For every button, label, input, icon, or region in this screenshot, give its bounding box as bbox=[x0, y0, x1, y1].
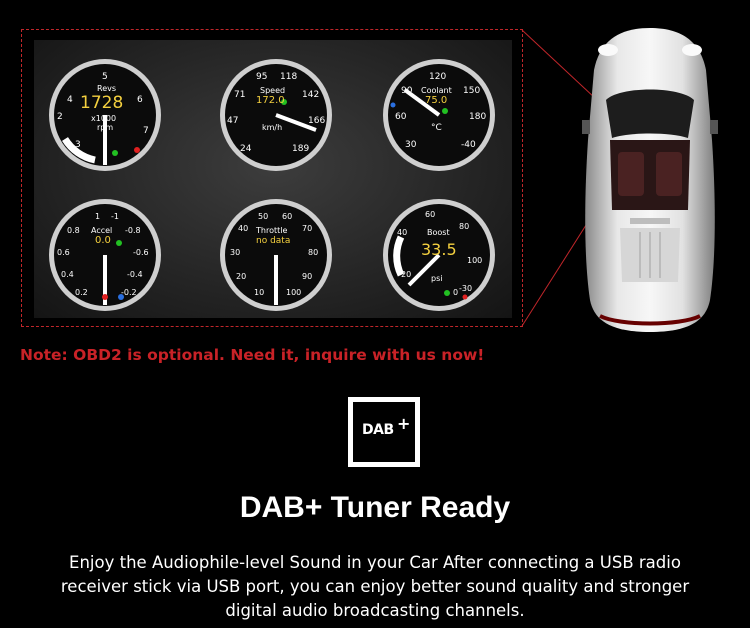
gauge-tick: 50 bbox=[258, 212, 268, 221]
gauge-tick: 30 bbox=[405, 140, 417, 150]
gauge-label: Throttle bbox=[255, 226, 287, 235]
gauge-unit: °C bbox=[431, 123, 442, 133]
gauge-tick: 40 bbox=[238, 224, 248, 233]
gauge-tick: 90 bbox=[401, 86, 413, 96]
gauge-tick: 142 bbox=[302, 90, 319, 100]
gauge-unit: km/h bbox=[262, 123, 282, 132]
gauge-tick: -0.6 bbox=[133, 248, 149, 257]
gauge-tick: -40 bbox=[461, 140, 476, 150]
gauge-tick: 0.4 bbox=[61, 270, 74, 279]
gauge-tick: 1 bbox=[95, 212, 100, 221]
gauge-unit: x1000 bbox=[91, 114, 116, 123]
accel-gauge: 1 -1 0.8 -0.8 0.6 -0.6 0.4 -0.4 0.2 -0.2… bbox=[47, 197, 163, 313]
gauge-tick: 180 bbox=[469, 112, 486, 122]
gauge-tick: 20 bbox=[236, 272, 246, 281]
gauge-tick: 5 bbox=[102, 72, 108, 82]
obd2-gauge-panel: 4 2 5 6 7 3 Revs 1728 x1000 rpm 95 118 bbox=[34, 40, 512, 318]
gauge-tick: 71 bbox=[234, 90, 245, 100]
gauge-value: 33.5 bbox=[421, 240, 457, 259]
gauge-tick: 30 bbox=[230, 248, 240, 257]
gauge-tick: 60 bbox=[395, 112, 407, 122]
gauge-tick: 80 bbox=[459, 222, 469, 231]
gauge-tick: 24 bbox=[240, 144, 252, 154]
dab-plus-logo: DAB + bbox=[348, 397, 420, 467]
gauge-tick: 118 bbox=[280, 72, 297, 82]
gauge-value: 1728 bbox=[80, 93, 123, 113]
gauge-tick: 70 bbox=[302, 224, 312, 233]
description-line: receiver stick via USB port, you can enj… bbox=[60, 577, 690, 596]
throttle-gauge: 50 60 40 70 30 80 20 90 10 100 Throttle … bbox=[218, 197, 334, 313]
gauge-tick: 47 bbox=[227, 116, 238, 126]
gauge-tick: 100 bbox=[286, 288, 301, 297]
speed-gauge: 95 118 71 142 47 166 24 189 Speed 172.0 … bbox=[218, 57, 334, 173]
gauge-tick: 2 bbox=[57, 112, 63, 122]
gauge-tick: 60 bbox=[282, 212, 292, 221]
gauge-label: Accel bbox=[91, 226, 112, 235]
gauge-tick: 0.8 bbox=[67, 226, 80, 235]
gauge-tick: 0.2 bbox=[75, 288, 88, 297]
gauge-tick: -0.8 bbox=[125, 226, 141, 235]
gauge-tick: 60 bbox=[425, 210, 435, 219]
gauge-unit: rpm bbox=[97, 123, 113, 132]
gauge-tick: -0.4 bbox=[127, 270, 143, 279]
gauge-tick: 189 bbox=[292, 144, 309, 154]
coolant-gauge: 120 90 150 60 180 30 -40 Coolant 75.0 °C bbox=[381, 57, 497, 173]
obd2-note: Note: OBD2 is optional. Need it, inquire… bbox=[20, 346, 485, 364]
revs-gauge: 4 2 5 6 7 3 Revs 1728 x1000 rpm bbox=[47, 57, 163, 173]
gauge-label: Revs bbox=[97, 84, 116, 93]
gauge-tick: 0 bbox=[453, 288, 458, 297]
gauge-tick: 0.6 bbox=[57, 248, 70, 257]
gauge-tick: 3 bbox=[75, 140, 81, 150]
page-title: DAB+ Tuner Ready bbox=[239, 491, 511, 524]
gauge-tick: 90 bbox=[302, 272, 312, 281]
gauge-tick: 10 bbox=[254, 288, 264, 297]
feature-description: Enjoy the Audiophile-level Sound in your… bbox=[40, 551, 710, 623]
gauge-tick: 95 bbox=[256, 72, 267, 82]
boost-gauge: 60 40 80 100 20 0 -30 Boost 33.5 psi bbox=[381, 197, 497, 313]
gauge-value: no data bbox=[256, 236, 290, 246]
description-line: digital audio broadcasting channels. bbox=[225, 601, 525, 620]
gauge-tick: 40 bbox=[397, 228, 407, 237]
gauge-label: Coolant bbox=[421, 86, 452, 95]
car-illustration bbox=[560, 20, 740, 340]
gauge-tick: 150 bbox=[463, 86, 480, 96]
gauge-tick: 6 bbox=[137, 95, 143, 105]
gauge-tick: -30 bbox=[459, 284, 472, 293]
gauge-tick: -0.2 bbox=[121, 288, 137, 297]
gauge-tick: 120 bbox=[429, 72, 446, 82]
obd2-gauge-frame: 4 2 5 6 7 3 Revs 1728 x1000 rpm 95 118 bbox=[21, 29, 523, 327]
gauge-value: 0.0 bbox=[95, 235, 111, 246]
dab-logo-text: DAB bbox=[362, 422, 394, 438]
description-line: Enjoy the Audiophile-level Sound in your… bbox=[69, 553, 681, 572]
gauge-tick: -1 bbox=[111, 212, 119, 221]
gauge-value: 172.0 bbox=[256, 95, 285, 106]
gauge-tick: 7 bbox=[143, 126, 149, 136]
gauge-tick: 100 bbox=[467, 256, 482, 265]
gauge-label: Boost bbox=[427, 228, 450, 237]
gauge-unit: psi bbox=[431, 274, 442, 283]
dab-logo-plus: + bbox=[397, 414, 411, 433]
gauge-label: Speed bbox=[260, 86, 285, 95]
gauge-value: 75.0 bbox=[425, 95, 447, 106]
gauge-tick: 4 bbox=[67, 95, 73, 105]
gauge-tick: 80 bbox=[308, 248, 318, 257]
gauge-tick: 166 bbox=[308, 116, 325, 126]
gauge-tick: 20 bbox=[401, 270, 411, 279]
